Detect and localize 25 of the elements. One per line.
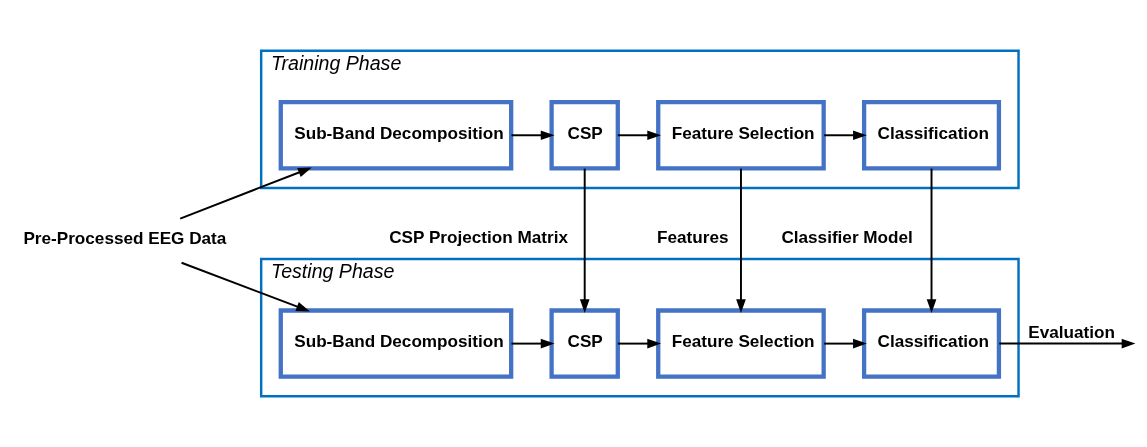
node-box: Sub-Band Decomposition: [278, 308, 514, 379]
arrow: [736, 167, 746, 314]
edge-label: CSP Projection Matrix: [389, 227, 568, 248]
edge-label: Evaluation: [1028, 321, 1116, 342]
arrow: [510, 130, 555, 141]
node-text: Pre-Processed EEG Data: [23, 227, 227, 248]
edge-label: Features: [657, 227, 729, 248]
node-box: Classification: [861, 308, 1002, 379]
arrow: [998, 338, 1136, 349]
node-box: Feature Selection: [656, 100, 826, 171]
node-box: Sub-Band Decomposition: [278, 100, 514, 171]
arrow: [823, 130, 867, 141]
node-box: Classification: [861, 100, 1002, 171]
arrow: [616, 338, 662, 349]
node-box: Feature Selection: [656, 308, 826, 379]
arrow: [616, 130, 662, 141]
node-box: CSP: [549, 100, 620, 171]
arrow: [510, 338, 555, 349]
arrow: [926, 167, 937, 314]
edge-label: Classifier Model: [781, 227, 913, 248]
arrow: [180, 261, 310, 312]
arrow: [179, 167, 312, 220]
node-box: CSP: [549, 308, 620, 379]
arrow: [823, 338, 867, 349]
arrow: [579, 167, 590, 314]
